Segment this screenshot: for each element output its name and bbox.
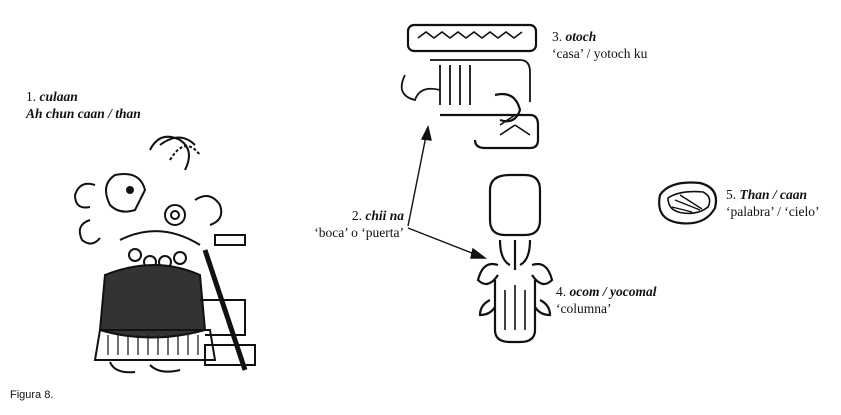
label-ocom: 4. ocom / yocomal ‘columna’ xyxy=(556,283,656,317)
label-gloss: ‘palabra’ / ‘cielo’ xyxy=(726,203,819,220)
label-term: culaan xyxy=(40,89,78,104)
label-number: 2. xyxy=(352,208,362,223)
figure-caption: Figura 8. xyxy=(10,389,53,401)
label-than: 5. Than / caan ‘palabra’ / ‘cielo’ xyxy=(726,186,819,220)
label-gloss: ‘columna’ xyxy=(556,300,656,317)
otoch-glyph xyxy=(402,25,538,148)
arrow-to-otoch xyxy=(408,127,431,226)
seated-deity-figure xyxy=(75,137,255,373)
label-term: Than / caan xyxy=(740,187,808,202)
label-number: 4. xyxy=(556,284,566,299)
label-otoch: 3. otoch ‘casa’ / yotoch ku xyxy=(552,28,647,62)
label-term: chii na xyxy=(365,208,404,223)
arrow-to-ocom xyxy=(408,228,485,258)
label-gloss: ‘casa’ / yotoch ku xyxy=(552,45,647,62)
ocom-glyph xyxy=(478,175,552,342)
label-subtitle: Ah chun caan / than xyxy=(26,105,141,122)
label-number: 3. xyxy=(552,29,562,44)
label-chii-na: 2. chii na ‘boca’ o ‘puerta’ xyxy=(296,207,404,241)
label-term: ocom / yocomal xyxy=(570,284,657,299)
label-culaan: 1. culaan Ah chun caan / than xyxy=(26,88,141,122)
label-term: otoch xyxy=(566,29,597,44)
label-gloss: ‘boca’ o ‘puerta’ xyxy=(296,224,404,241)
label-number: 1. xyxy=(26,89,36,104)
label-number: 5. xyxy=(726,187,736,202)
than-glyph xyxy=(659,183,716,224)
